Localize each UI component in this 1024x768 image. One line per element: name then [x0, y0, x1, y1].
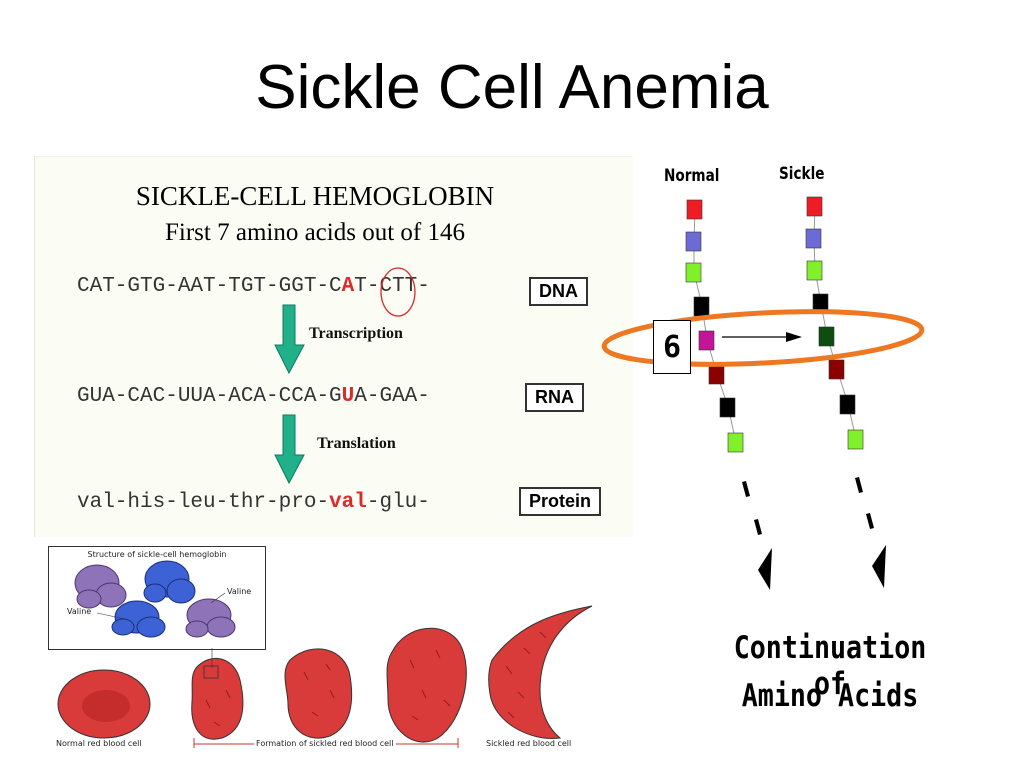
dna-seq-after: T-CTT- — [354, 275, 430, 298]
sickle-amino-acid-8 — [847, 429, 864, 450]
inset-title: Structure of sickle-cell hemoglobin — [87, 550, 227, 559]
forming-cell-2 — [284, 648, 353, 739]
translation-arrow-icon — [274, 414, 305, 485]
sickle-amino-acid-1 — [806, 196, 823, 217]
zoom-marker-icon — [203, 665, 219, 679]
sickle-heading: Sickle — [779, 164, 825, 184]
mutation-circle — [380, 267, 416, 317]
sickle-amino-acid-6 — [828, 359, 845, 380]
panel-subtitle: First 7 amino acids out of 146 — [165, 219, 465, 246]
substitution-arrowhead — [786, 332, 802, 342]
sickle-chain — [805, 196, 864, 450]
rna-sequence: GUA-CAC-UUA-ACA-CCA-GUA-GAA- — [77, 385, 430, 408]
position-box: 6 — [653, 320, 691, 374]
hemoglobin-inset: Structure of sickle-cell hemoglobin Vali… — [48, 546, 266, 650]
molecule-purple-1 — [74, 564, 127, 609]
valine-left-label: Valine — [67, 607, 92, 616]
dna-seq-before: CAT-GTG-AAT-TGT-GGT-C — [77, 275, 342, 298]
protein-seq-before: val-his-leu-thr-pro- — [77, 491, 330, 514]
sickled-cell — [488, 605, 593, 739]
protein-seq-after: -glu- — [366, 491, 430, 514]
normal-chain — [685, 199, 744, 453]
sickle-continuation — [855, 477, 886, 588]
continuation-line-2: Amino Acids — [741, 678, 919, 714]
molecule-purple-2 — [185, 598, 236, 638]
dna-sequence: CAT-GTG-AAT-TGT-GGT-CAT-CTT- — [77, 275, 430, 298]
highlight-ring — [601, 309, 925, 367]
normal-cell-center — [82, 690, 130, 722]
normal-amino-acid-1 — [686, 199, 703, 220]
dna-mutation: A — [341, 275, 355, 298]
rna-seq-before: GUA-CAC-UUA-ACA-CCA-G — [77, 385, 342, 408]
normal-amino-acid-8 — [727, 432, 744, 453]
transcription-arrow-icon — [274, 304, 305, 375]
sickle-amino-acid-5 — [818, 326, 835, 347]
normal-amino-acid-3 — [685, 262, 702, 283]
rna-label-box: RNA — [525, 383, 584, 412]
normal-amino-acid-7 — [719, 397, 736, 418]
dna-panel: SICKLE-CELL HEMOGLOBIN First 7 amino aci… — [34, 156, 633, 537]
protein-sequence: val-his-leu-thr-pro-val-glu- — [77, 491, 430, 514]
slide-title: Sickle Cell Anemia — [255, 53, 769, 122]
valine-right-label: Valine — [227, 587, 252, 596]
forming-cell-3 — [386, 627, 467, 743]
sickle-amino-acid-7 — [839, 394, 856, 415]
formation-label: Formation of sickled red blood cell — [254, 739, 396, 748]
normal-cell-label: Normal red blood cell — [56, 739, 142, 748]
sickle-amino-acid-3 — [806, 260, 823, 281]
forming-cell-1 — [191, 658, 244, 740]
normal-amino-acid-2 — [685, 231, 702, 252]
protein-label-box: Protein — [519, 487, 602, 516]
transcription-label: Transcription — [309, 325, 403, 342]
normal-continuation — [742, 481, 772, 590]
sickle-amino-acid-2 — [805, 228, 822, 249]
rna-seq-after: A-GAA- — [354, 385, 430, 408]
continuation-line-1: Continuation of — [733, 630, 927, 702]
normal-amino-acid-5 — [698, 330, 715, 351]
molecule-blue-1 — [143, 560, 196, 604]
panel-title: SICKLE-CELL HEMOGLOBIN — [135, 181, 495, 211]
protein-mutation: val — [329, 491, 367, 514]
translation-label: Translation — [317, 435, 396, 452]
dna-label-box: DNA — [529, 277, 588, 306]
normal-heading: Normal — [664, 166, 720, 186]
hemoglobin-molecules-icon — [74, 560, 236, 638]
rna-mutation: U — [341, 385, 355, 408]
cell-texture — [205, 631, 547, 727]
sickled-cell-label: Sickled red blood cell — [486, 739, 572, 748]
